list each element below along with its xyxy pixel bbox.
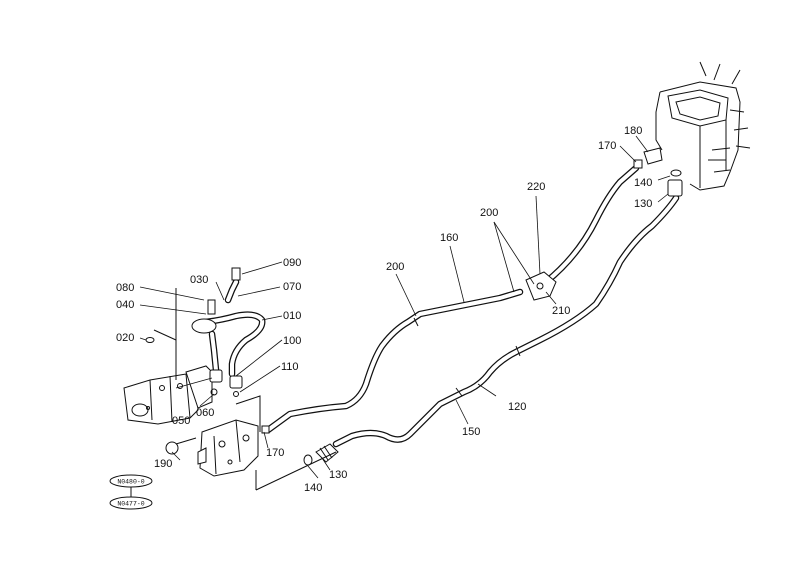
label-200-right: 200 <box>480 207 498 219</box>
housing-casting <box>655 61 751 191</box>
ref-code-2: N0477-0 <box>117 501 144 508</box>
hydraulic-pump <box>123 365 213 425</box>
label-040: 040 <box>116 299 134 311</box>
control-valve <box>197 419 259 477</box>
label-140-upper: 140 <box>634 177 652 189</box>
label-060: 060 <box>196 407 214 419</box>
label-010: 010 <box>283 310 301 322</box>
reference-codes: N0480-0 N0477-0 <box>109 474 153 510</box>
label-090: 090 <box>283 257 301 269</box>
label-180: 180 <box>624 125 642 137</box>
label-160: 160 <box>440 232 458 244</box>
part-labels: 090 070 030 080 040 010 020 100 110 050 … <box>116 125 652 494</box>
label-080: 080 <box>116 282 134 294</box>
label-220: 220 <box>527 181 545 193</box>
label-150: 150 <box>462 426 480 438</box>
label-110: 110 <box>281 361 299 373</box>
label-050: 050 <box>172 415 190 427</box>
label-100: 100 <box>283 335 301 347</box>
label-190: 190 <box>154 458 172 470</box>
label-170-lower: 170 <box>266 447 284 459</box>
pipe-clamp <box>525 271 557 301</box>
leader-lines <box>139 135 671 479</box>
fittings <box>165 147 683 466</box>
label-030: 030 <box>190 274 208 286</box>
label-070: 070 <box>283 281 301 293</box>
label-210: 210 <box>552 305 570 317</box>
label-130-lower: 130 <box>329 469 347 481</box>
label-020: 020 <box>116 332 134 344</box>
label-170-upper: 170 <box>598 140 616 152</box>
pressure-pipes <box>264 164 680 448</box>
label-200-left: 200 <box>386 261 404 273</box>
label-120: 120 <box>508 401 526 413</box>
suction-pipes <box>145 267 266 397</box>
label-130-upper: 130 <box>634 198 652 210</box>
ref-code-1: N0480-0 <box>117 479 144 486</box>
label-140-lower: 140 <box>304 482 322 494</box>
